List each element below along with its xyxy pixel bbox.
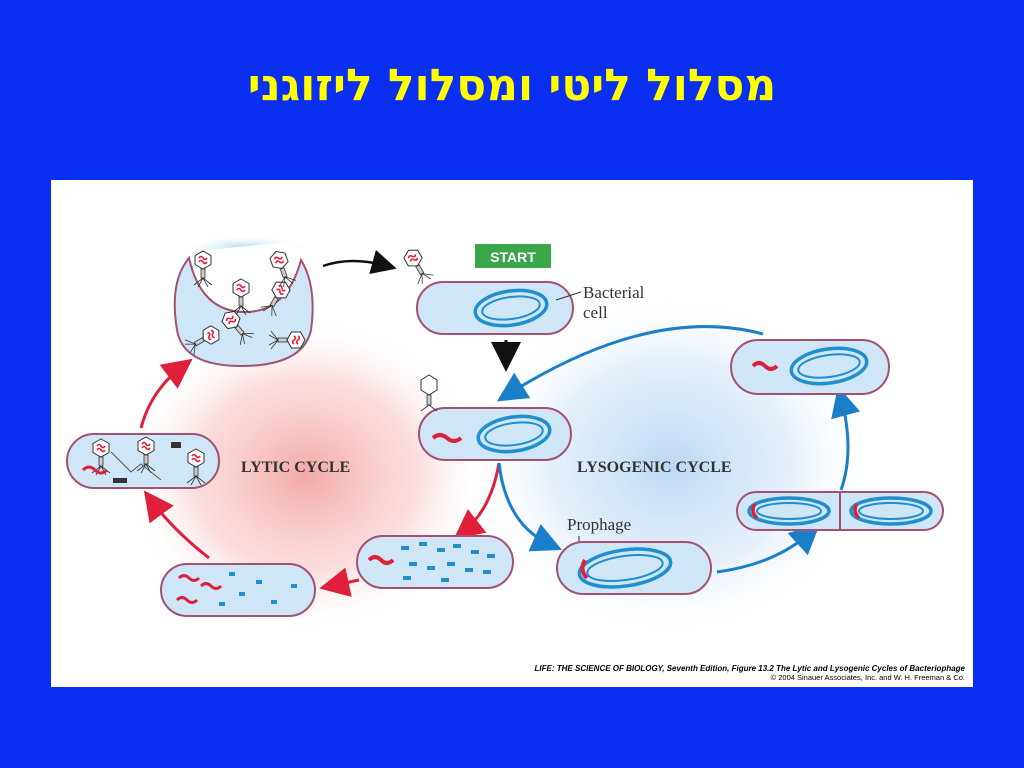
lysogenic-cycle-label: LYSOGENIC CYCLE — [577, 459, 732, 476]
start-label: START — [490, 249, 536, 265]
cell-replicating-parts — [160, 563, 316, 617]
cell-with-attached-phage — [399, 244, 574, 335]
lysogenic-arrow-4 — [496, 325, 764, 402]
dividing-cell — [736, 491, 944, 531]
lysogenic-arrow-2 — [716, 523, 820, 574]
bacterial-cell-label-line1: Bacterial — [583, 283, 645, 302]
caption-line1: LIFE: THE SCIENCE OF BIOLOGY, Seventh Ed… — [534, 664, 965, 673]
prophage-label: Prophage — [567, 515, 631, 534]
slide-title: מסלול ליטי ומסלול ליזוגני — [247, 60, 777, 111]
lysogenic-arrow-3 — [831, 386, 861, 491]
cell-with-phage-dna — [418, 374, 572, 461]
bacterial-cell-leader — [555, 291, 582, 301]
release-arrow — [322, 249, 397, 275]
lytic-arrow-1 — [453, 462, 501, 540]
figure-panel: START Bacterial cell LYTIC CYCLE — [51, 180, 973, 687]
caption-line2: © 2004 Sinauer Associates, Inc. and W. H… — [770, 673, 965, 682]
lysed-cell — [173, 231, 314, 368]
cell-excised-phage-dna — [730, 339, 890, 395]
cell-assembling-phages — [66, 433, 220, 489]
lytic-arrow-2 — [319, 567, 360, 597]
lysogenic-arrow-1 — [497, 462, 562, 552]
lytic-arrow-4 — [139, 358, 193, 429]
start-badge — [475, 244, 551, 268]
figure-caption: LIFE: THE SCIENCE OF BIOLOGY, Seventh Ed… — [535, 664, 965, 682]
bacterial-cell-label-line2: cell — [583, 303, 608, 322]
cell-host-dna-digested — [356, 535, 514, 589]
lytic-lysogenic-diagram: START Bacterial cell LYTIC CYCLE — [66, 231, 944, 640]
cell-with-prophage — [556, 541, 712, 595]
lytic-arrow-3 — [143, 490, 210, 560]
lytic-cycle-label: LYTIC CYCLE — [241, 459, 350, 476]
